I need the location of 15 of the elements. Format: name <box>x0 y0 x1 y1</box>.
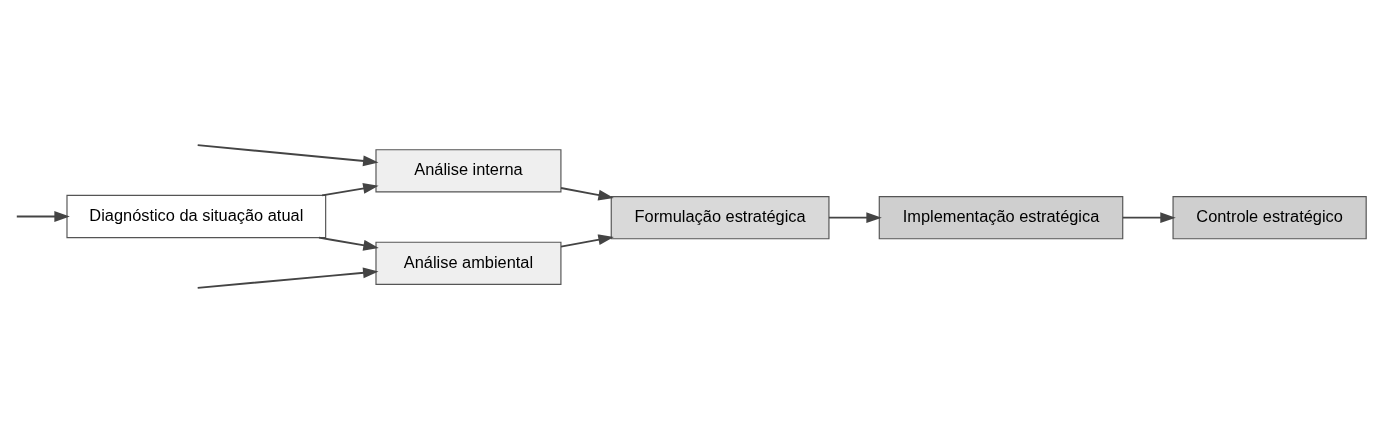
node-box: Análise ambiental <box>375 241 562 285</box>
node-box: Análise interna <box>375 149 562 193</box>
arrow <box>318 236 379 251</box>
arrow <box>321 183 379 197</box>
node-box: Formulação estratégica <box>610 196 830 240</box>
arrow <box>15 211 70 222</box>
arrow <box>196 144 379 167</box>
node-box: Diagnóstico da situação atual <box>66 194 327 239</box>
node-box: Controle estratégico <box>1172 196 1367 240</box>
arrow <box>560 234 614 248</box>
arrow <box>828 212 882 224</box>
arrow <box>560 187 614 201</box>
arrow <box>196 267 379 289</box>
node-box: Implementação estratégica <box>878 196 1124 240</box>
arrow <box>1121 212 1176 224</box>
